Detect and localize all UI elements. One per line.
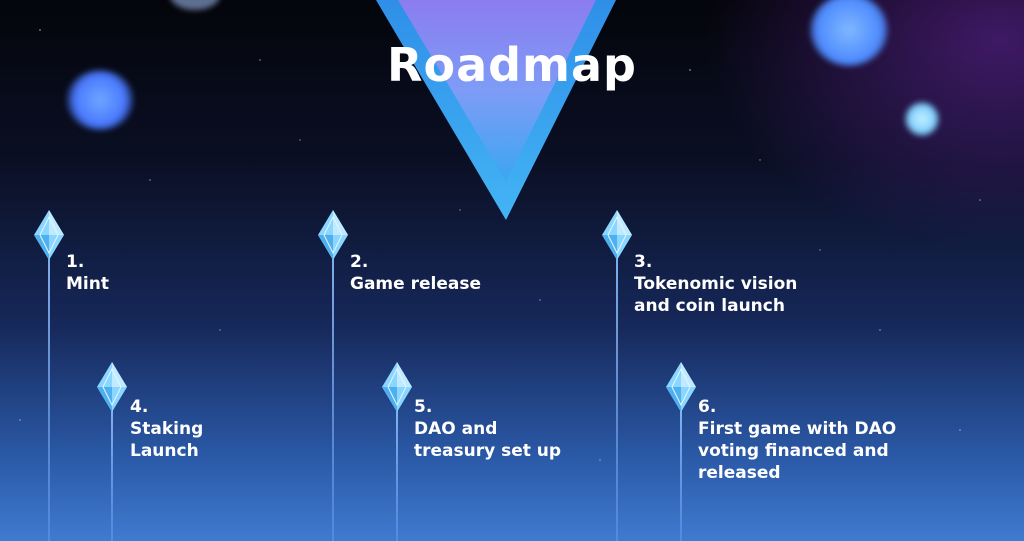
timeline-line xyxy=(396,410,398,541)
milestone-number: 5. xyxy=(414,397,433,417)
diamond-icon xyxy=(382,362,412,412)
milestone-text: DAO and xyxy=(414,419,498,439)
milestone-text: Game release xyxy=(350,274,481,294)
diamond-icon xyxy=(318,210,348,260)
diamond-icon xyxy=(602,210,632,260)
page-title: Roadmap xyxy=(387,38,637,92)
glow-orb xyxy=(905,102,939,136)
timeline-line xyxy=(616,258,618,541)
milestone-number: 3. xyxy=(634,252,653,272)
milestone-text: First game with DAO xyxy=(698,419,897,439)
milestone-number: 4. xyxy=(130,397,149,417)
milestone-text: Tokenomic vision xyxy=(634,274,798,294)
milestone-text: Launch xyxy=(130,441,199,461)
timeline-line xyxy=(48,258,50,541)
milestone-text: Staking xyxy=(130,419,204,439)
milestone-label: 2. Game release xyxy=(350,251,481,295)
milestone-text: Mint xyxy=(66,274,109,294)
milestone-number: 2. xyxy=(350,252,369,272)
diamond-icon xyxy=(97,362,127,412)
milestone-number: 6. xyxy=(698,397,717,417)
diamond-icon xyxy=(666,362,696,412)
milestone-number: 1. xyxy=(66,252,85,272)
milestone-label: 3. Tokenomic vision and coin launch xyxy=(634,251,797,317)
glow-orb xyxy=(170,0,220,10)
milestone-text: voting financed and xyxy=(698,441,889,461)
milestone-text: treasury set up xyxy=(414,441,562,461)
milestone-label: 1. Mint xyxy=(66,251,109,295)
timeline-line xyxy=(332,258,334,541)
timeline-line xyxy=(111,410,113,541)
glow-orb xyxy=(810,0,888,66)
timeline-line xyxy=(680,410,682,541)
glow-orb xyxy=(66,70,134,130)
diamond-icon xyxy=(34,210,64,260)
milestone-label: 6. First game with DAO voting financed a… xyxy=(698,396,896,484)
milestone-text: and coin launch xyxy=(634,296,785,316)
milestone-label: 5. DAO and treasury set up xyxy=(414,396,561,462)
milestone-text: released xyxy=(698,463,781,483)
milestone-label: 4. Staking Launch xyxy=(130,396,203,462)
